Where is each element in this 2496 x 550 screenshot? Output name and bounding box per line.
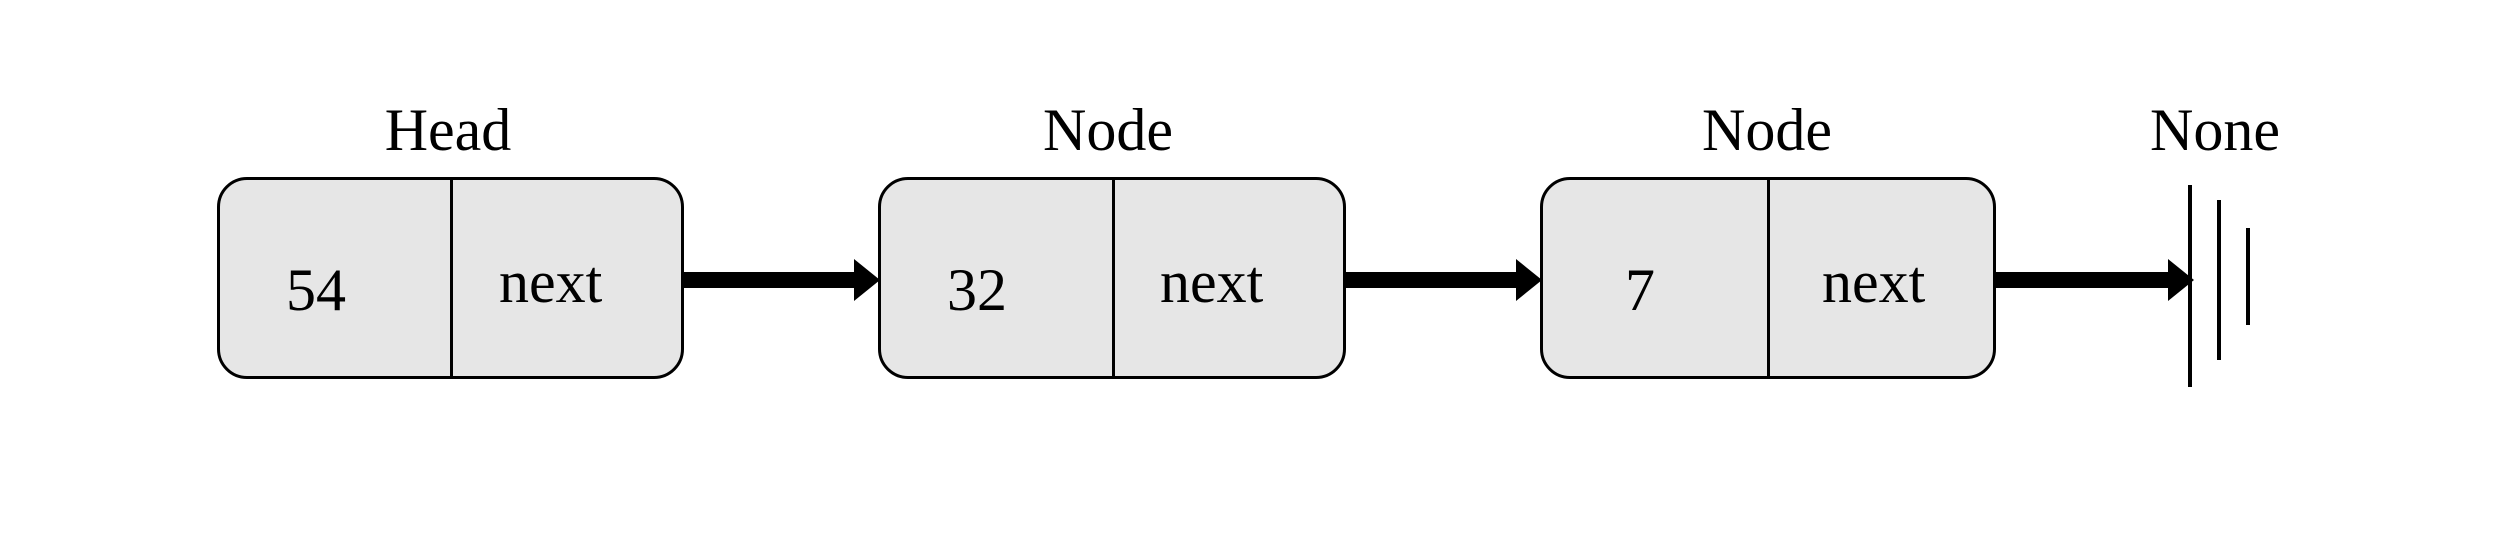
- ground-line-long: [2188, 185, 2192, 387]
- node-value: 32: [947, 257, 1007, 323]
- node-divider: [1767, 180, 1770, 376]
- node-value: 54: [286, 257, 346, 323]
- node-divider: [450, 180, 453, 376]
- node-2: 32 next: [878, 177, 1346, 379]
- node-pointer-label: next: [1160, 249, 1264, 315]
- node-divider: [1112, 180, 1115, 376]
- node-head: 54 next: [217, 177, 684, 379]
- node-title: Node: [1043, 97, 1173, 163]
- arrow-shaft: [1346, 272, 1518, 288]
- node-title-head: Head: [384, 97, 512, 163]
- arrow-1: [684, 259, 880, 301]
- node-title: Node: [1702, 97, 1832, 163]
- node-value: 7: [1625, 257, 1655, 323]
- ground-line-medium: [2217, 200, 2221, 360]
- arrow-3: [1996, 259, 2194, 301]
- node-3: 7 next: [1540, 177, 1996, 379]
- node-pointer-label: next: [499, 249, 603, 315]
- arrow-2: [1346, 259, 1542, 301]
- arrow-shaft: [684, 272, 856, 288]
- arrow-head-icon: [1516, 259, 1542, 301]
- ground-line-short: [2246, 228, 2250, 325]
- arrow-head-icon: [854, 259, 880, 301]
- node-pointer-label: next: [1822, 249, 1926, 315]
- arrow-shaft: [1996, 272, 2170, 288]
- terminal-title: None: [2150, 97, 2280, 163]
